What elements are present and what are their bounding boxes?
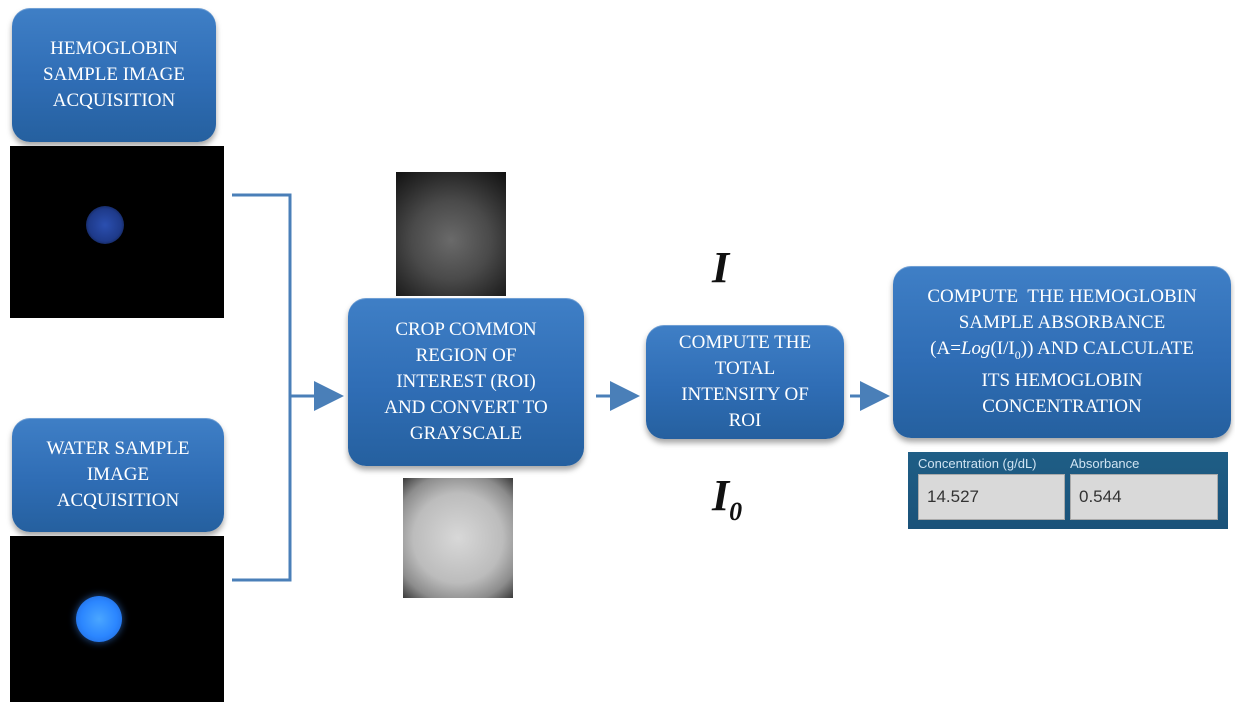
absorbance-field: 0.544 <box>1070 474 1218 520</box>
hemoglobin-spot <box>86 206 124 244</box>
concentration-field: 14.527 <box>918 474 1065 520</box>
crop-roi-label: CROP COMMON REGION OF INTEREST (ROI) AND… <box>384 319 548 444</box>
reference-intensity-symbol: I0 <box>712 471 743 526</box>
hemoglobin-sample-photo <box>10 146 224 318</box>
absorbance-formula-line: (A=Log(I/I0)) AND CALCULATE <box>930 338 1194 362</box>
absorbance-value: 0.544 <box>1079 487 1122 506</box>
compute-intensity-box: COMPUTE THE TOTAL INTENSITY OF ROI <box>646 325 844 439</box>
grayscale-roi-hemoglobin <box>396 172 506 296</box>
absorbance-label: Absorbance <box>1070 456 1140 471</box>
water-acquisition-label: WATER SAMPLE IMAGE ACQUISITION <box>46 438 190 511</box>
bracket-connector <box>232 193 292 582</box>
grayscale-roi-water <box>403 478 513 598</box>
compute-intensity-label: COMPUTE THE TOTAL INTENSITY OF ROI <box>678 332 812 431</box>
absorbance-line-5: CONCENTRATION <box>982 395 1142 417</box>
intensity-symbol: I <box>712 243 730 292</box>
crop-roi-box: CROP COMMON REGION OF INTEREST (ROI) AND… <box>348 298 584 466</box>
absorbance-line-1: COMPUTE THE HEMOGLOBIN <box>927 286 1197 307</box>
concentration-value: 14.527 <box>927 487 979 506</box>
water-acquisition-box: WATER SAMPLE IMAGE ACQUISITION <box>12 418 224 532</box>
concentration-label: Concentration (g/dL) <box>918 456 1037 471</box>
absorbance-line-4: ITS HEMOGLOBIN <box>981 369 1143 391</box>
absorbance-line-2: SAMPLE ABSORBANCE <box>958 312 1166 333</box>
result-panel: Concentration (g/dL) Absorbance 14.527 0… <box>908 452 1228 529</box>
water-sample-photo <box>10 536 224 702</box>
water-spot <box>76 596 122 642</box>
hemoglobin-acquisition-box: HEMOGLOBIN SAMPLE IMAGE ACQUISITION <box>12 8 216 142</box>
compute-absorbance-box: COMPUTE THE HEMOGLOBIN SAMPLE ABSORBANCE… <box>893 266 1231 438</box>
hemoglobin-acquisition-label: HEMOGLOBIN SAMPLE IMAGE ACQUISITION <box>43 38 185 111</box>
